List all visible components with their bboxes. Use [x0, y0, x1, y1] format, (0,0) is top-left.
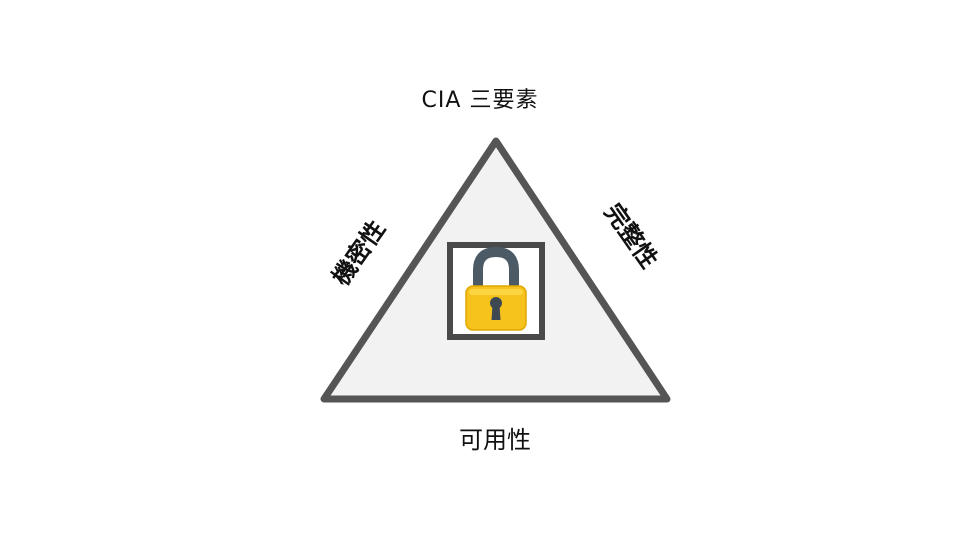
lock-shackle [473, 246, 519, 288]
availability-label: 可用性 [459, 426, 531, 454]
lock-body-highlight [469, 289, 523, 295]
keyhole-stem [491, 305, 501, 320]
diagram-title: CIA 三要素 [421, 88, 539, 113]
padlock-icon [465, 246, 527, 331]
